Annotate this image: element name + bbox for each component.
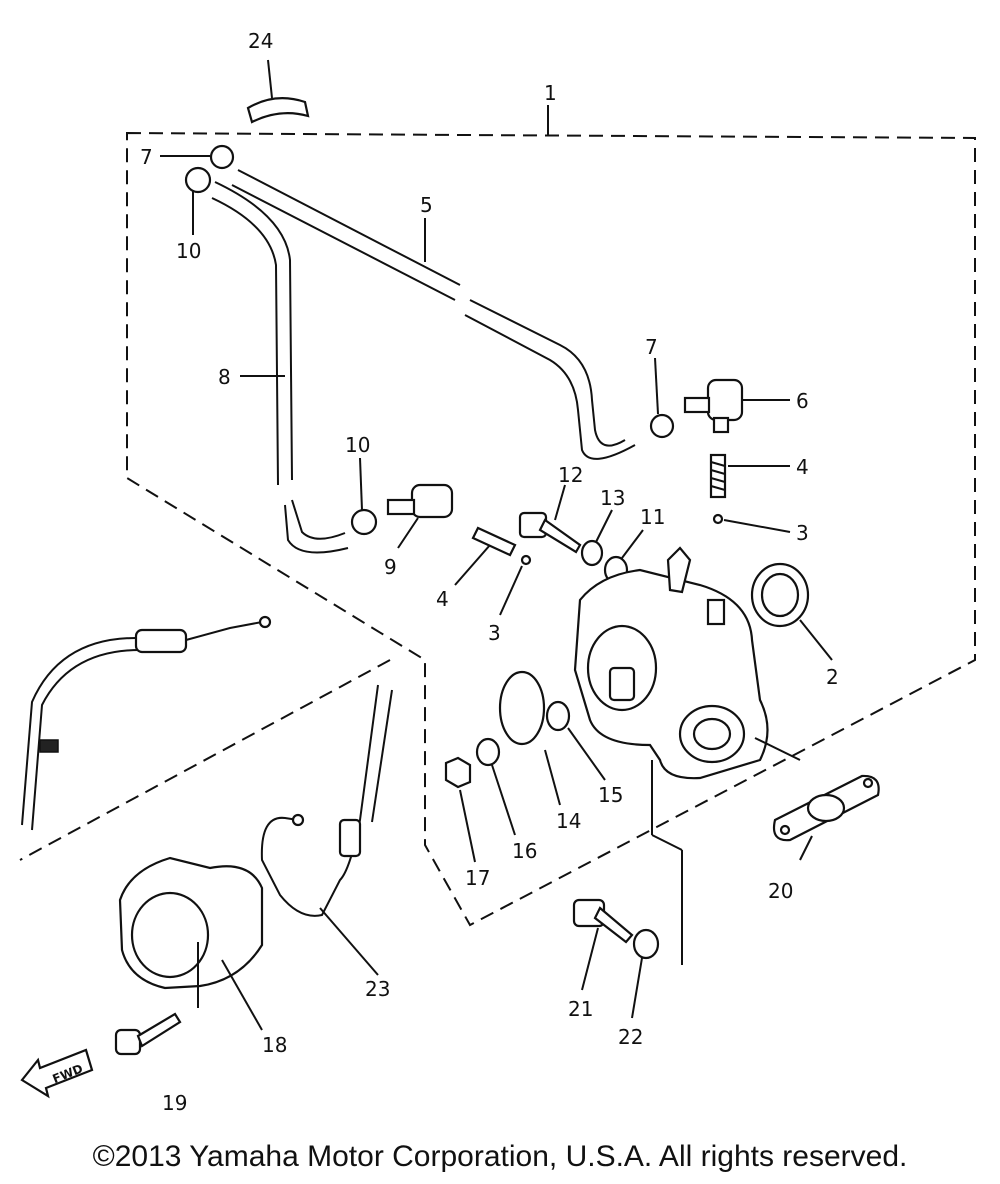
callout-15: 15 xyxy=(598,783,623,807)
assembly-boundary xyxy=(126,131,976,927)
hose-8 xyxy=(211,181,349,554)
callout-18: 18 xyxy=(262,1033,287,1057)
callout-16: 16 xyxy=(512,839,537,863)
ball-3-left xyxy=(520,554,532,566)
callout-13: 13 xyxy=(600,486,625,510)
callout-24: 24 xyxy=(248,29,273,53)
callout-8: 8 xyxy=(218,365,231,389)
plate-14 xyxy=(498,670,561,806)
callout-4-left: 4 xyxy=(436,587,449,611)
hose-5 xyxy=(231,169,636,460)
assembly-boundary-left xyxy=(19,659,391,861)
callout-21: 21 xyxy=(568,997,593,1021)
bolt-12 xyxy=(518,484,582,554)
callout-7-right: 7 xyxy=(645,335,658,359)
ball-3-right xyxy=(712,513,724,525)
callout-7-top: 7 xyxy=(140,145,153,169)
pump-cover-18 xyxy=(118,856,264,1031)
screw-19 xyxy=(114,1012,182,1056)
spring-4-left xyxy=(454,526,517,586)
callout-17: 17 xyxy=(465,866,490,890)
callout-19: 19 xyxy=(162,1091,187,1115)
bolt-21 xyxy=(572,898,634,991)
throttle-cable xyxy=(21,615,272,831)
washer-22 xyxy=(632,928,660,960)
cable-23 xyxy=(260,684,393,976)
fwd-arrow-icon: FWD xyxy=(20,1048,94,1099)
nut-17 xyxy=(444,756,472,789)
callout-22: 22 xyxy=(618,1025,643,1049)
clip-7-right xyxy=(649,413,675,439)
callout-9: 9 xyxy=(384,555,397,579)
fitting-9 xyxy=(386,483,454,549)
callout-11: 11 xyxy=(640,505,665,529)
clip-10-mid xyxy=(350,508,378,536)
callout-1: 1 xyxy=(544,81,557,105)
callout-12: 12 xyxy=(558,463,583,487)
clip-7-top xyxy=(209,144,235,170)
seal-2 xyxy=(750,562,833,661)
callout-6: 6 xyxy=(796,389,809,413)
callout-3-left: 3 xyxy=(488,621,501,645)
clip-10-top xyxy=(184,166,212,194)
clamp-24 xyxy=(246,59,310,124)
callout-5: 5 xyxy=(420,193,433,217)
washer-15 xyxy=(545,700,571,732)
copyright-notice: ©2013 Yamaha Motor Corporation, U.S.A. A… xyxy=(92,1140,908,1173)
callout-10-top: 10 xyxy=(176,239,201,263)
callout-14: 14 xyxy=(556,809,581,833)
spring-4-right xyxy=(709,453,790,499)
callout-10-mid: 10 xyxy=(345,433,370,457)
gasket-20 xyxy=(754,737,880,861)
parts-diagram: FWD 24 1 7 10 5 8 7 6 10 4 12 13 11 3 9 … xyxy=(19,29,976,1115)
fitting-6 xyxy=(683,378,790,434)
callout-2: 2 xyxy=(826,665,839,689)
callout-4-right: 4 xyxy=(796,455,809,479)
washer-13 xyxy=(580,539,604,567)
oil-pump-body xyxy=(573,546,769,965)
washer-16 xyxy=(475,737,501,767)
callout-3-right: 3 xyxy=(796,521,809,545)
callout-23: 23 xyxy=(365,977,390,1001)
callout-20: 20 xyxy=(768,879,793,903)
